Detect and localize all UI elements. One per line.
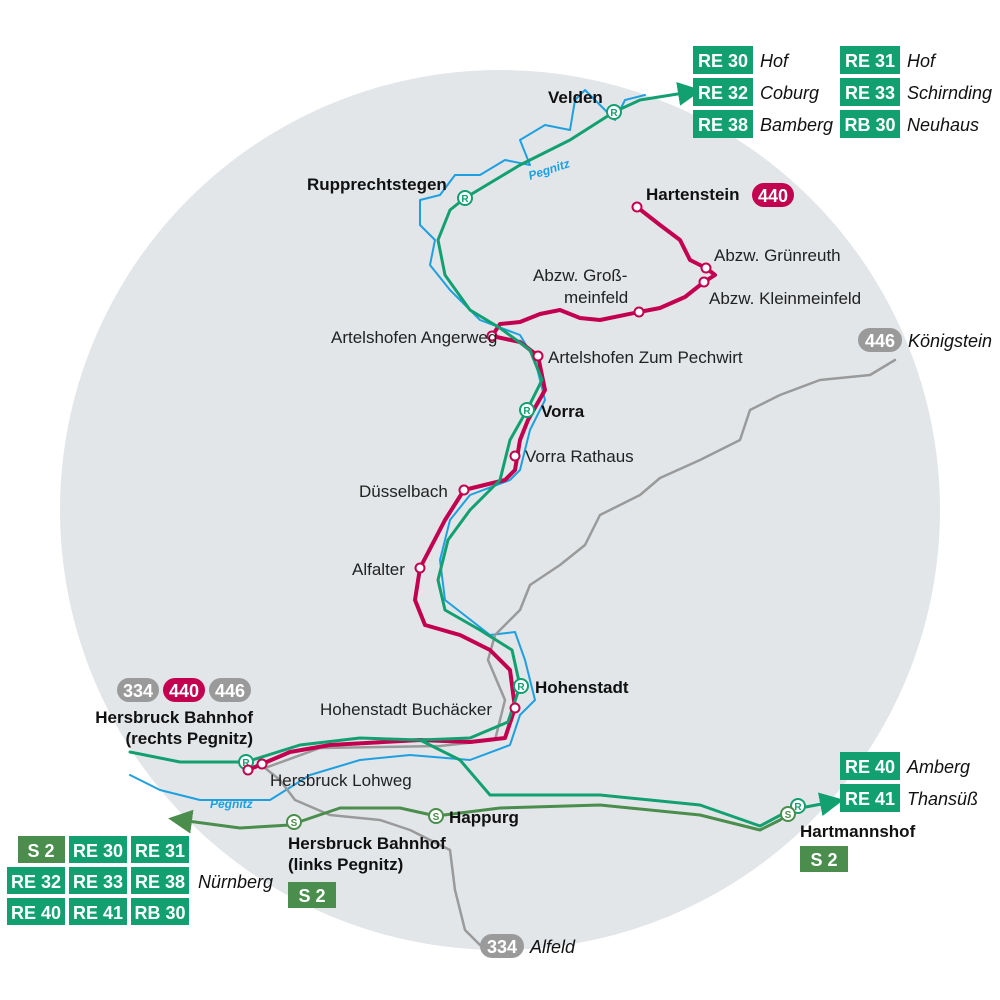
svg-text:RE 33: RE 33	[73, 872, 123, 892]
svg-text:meinfeld: meinfeld	[564, 288, 628, 307]
svg-text:(rechts Pegnitz): (rechts Pegnitz)	[125, 729, 253, 748]
dest-koenigstein: Königstein	[908, 331, 992, 351]
svg-text:Amberg: Amberg	[906, 757, 970, 777]
svg-text:RE 32: RE 32	[11, 872, 61, 892]
west-route-badges: S 2 RE 30 RE 31 RE 32 RE 33 RE 38 RE 40 …	[7, 836, 273, 925]
station-hartmannshof: Hartmannshof	[800, 822, 916, 841]
bus-badge-446	[209, 678, 251, 702]
svg-text:334: 334	[487, 937, 517, 957]
svg-text:RE 30: RE 30	[698, 51, 748, 71]
north-route-badges: RE 30 Hof RE 32 Coburg RE 38 Bamberg RE 31 H…	[693, 46, 992, 138]
station-buchaecker: Hohenstadt Buchäcker	[320, 700, 492, 719]
station-hersbruck-rechts: Hersbruck Bahnhof	[95, 708, 253, 727]
bus-badge-334	[117, 678, 159, 702]
svg-text:RE 41: RE 41	[73, 903, 123, 923]
dest-alfeld: Alfeld	[529, 937, 576, 957]
station-vorra-rathaus: Vorra Rathaus	[525, 447, 634, 466]
east-route-badges: RE 40 Amberg RE 41 Thansüß S 2	[800, 752, 978, 872]
svg-text:RE 40: RE 40	[11, 903, 61, 923]
svg-text:RE 41: RE 41	[845, 789, 895, 809]
svg-text:R: R	[242, 758, 250, 769]
station-kleinmeinfeld: Abzw. Kleinmeinfeld	[709, 289, 861, 308]
svg-text:(links Pegnitz): (links Pegnitz)	[288, 855, 403, 874]
svg-text:R: R	[794, 802, 802, 813]
svg-text:Coburg: Coburg	[760, 83, 819, 103]
svg-text:R: R	[461, 194, 469, 205]
bus-badge-440	[752, 183, 794, 207]
bus-badge-446-koenigstein	[858, 328, 902, 352]
station-markers: R R R R R R S S S	[238, 104, 806, 830]
svg-text:RE 33: RE 33	[845, 83, 895, 103]
station-angerweg: Artelshofen Angerweg	[331, 328, 497, 347]
svg-text:Bamberg: Bamberg	[760, 115, 833, 135]
svg-text:Schirnding: Schirnding	[907, 83, 992, 103]
svg-text:RE 40: RE 40	[845, 757, 895, 777]
svg-text:R: R	[517, 682, 525, 693]
svg-text:S 2: S 2	[27, 841, 54, 861]
station-alfalter: Alfalter	[352, 560, 405, 579]
svg-text:R: R	[523, 406, 531, 417]
svg-text:RE 38: RE 38	[135, 872, 185, 892]
svg-text:S: S	[785, 810, 792, 821]
svg-text:Thansüß: Thansüß	[907, 789, 978, 809]
svg-text:RE 31: RE 31	[135, 841, 185, 861]
map-area-circle	[60, 70, 940, 950]
station-hartenstein: Hartenstein	[646, 185, 740, 204]
station-pechwirt: Artelshofen Zum Pechwirt	[548, 348, 743, 367]
svg-text:S 2: S 2	[810, 850, 837, 870]
badge-s2-hersbruck-links	[288, 882, 336, 908]
svg-text:RE 32: RE 32	[698, 83, 748, 103]
bus-badge-334-alfeld	[480, 934, 524, 958]
bus-badge-440	[163, 678, 205, 702]
station-rupprechtstegen: Rupprechtstegen	[307, 175, 447, 194]
svg-text:Hof: Hof	[907, 51, 937, 71]
svg-text:RB 30: RB 30	[844, 115, 895, 135]
svg-text:RE 30: RE 30	[73, 841, 123, 861]
svg-text:334: 334	[123, 681, 153, 701]
svg-text:RE 38: RE 38	[698, 115, 748, 135]
river-pegnitz	[129, 89, 646, 801]
svg-text:Hof: Hof	[760, 51, 790, 71]
svg-text:Neuhaus: Neuhaus	[907, 115, 979, 135]
river-label-south: Pegnitz	[210, 797, 253, 811]
bus-446-route	[263, 358, 897, 770]
svg-text:446: 446	[865, 331, 895, 351]
station-grossmeinfeld: Abzw. Groß-	[533, 266, 627, 285]
station-duesselbach: Düsselbach	[359, 482, 448, 501]
station-gruenreuth: Abzw. Grünreuth	[714, 246, 841, 265]
svg-text:440: 440	[169, 681, 199, 701]
svg-text:446: 446	[215, 681, 245, 701]
svg-text:440: 440	[758, 186, 788, 206]
station-velden: Velden	[548, 88, 603, 107]
sbahn-s2-route	[168, 803, 800, 834]
station-lohweg: Hersbruck Lohweg	[270, 771, 412, 790]
bus-440-route	[246, 205, 717, 772]
svg-text:S 2: S 2	[298, 886, 325, 906]
svg-text:S: S	[433, 812, 440, 823]
station-happurg: Happurg	[449, 808, 519, 827]
svg-text:RB 30: RB 30	[134, 903, 185, 923]
station-hersbruck-links: Hersbruck Bahnhof	[288, 834, 446, 853]
station-hohenstadt: Hohenstadt	[535, 678, 629, 697]
svg-text:R: R	[610, 108, 618, 119]
svg-text:RE 31: RE 31	[845, 51, 895, 71]
bus-334-route	[263, 766, 482, 947]
dest-nuernberg: Nürnberg	[198, 872, 273, 892]
svg-text:S: S	[291, 818, 298, 829]
station-vorra: Vorra	[541, 402, 585, 421]
